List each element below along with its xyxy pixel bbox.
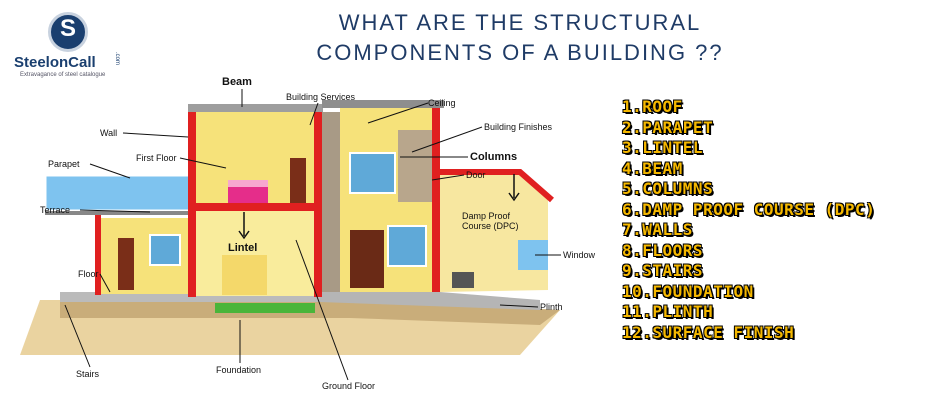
label-beam: Beam [222,76,252,88]
first-floor-slab [188,203,322,211]
label-first-floor: First Floor [136,153,177,163]
component-item: 11.PLINTH [622,302,875,323]
label-columns: Columns [470,151,517,163]
label-ceiling: Ceiling [428,98,456,108]
bed-top [228,180,268,187]
label-stairs: Stairs [76,369,100,379]
component-item: 8.FLOORS [622,241,875,262]
label-building-finishes: Building Finishes [484,122,553,132]
left-room-wall [95,215,101,295]
component-item: 6.DAMP PROOF COURSE (DPC) [622,200,875,221]
left-room-window [150,235,180,265]
component-item: 7.WALLS [622,220,875,241]
label-lintel: Lintel [228,242,257,254]
pointer-wall [123,133,188,137]
green-lawn [215,303,315,313]
lower-right-door [350,230,384,288]
lower-door-frame [222,255,267,295]
components-list: 1.ROOF 2.PARAPET 3.LINTEL 4.BEAM 5.COLUM… [622,97,875,343]
component-item: 9.STAIRS [622,261,875,282]
label-plinth: Plinth [540,302,563,312]
upper-right-window [350,153,395,193]
label-terrace: Terrace [40,205,70,215]
right-wall [432,108,440,292]
stone-column [322,112,340,292]
component-item: 12.SURFACE FINISH [622,323,875,344]
label-wall: Wall [100,128,117,138]
upper-door [290,158,306,203]
left-room-door [118,238,134,290]
component-item: 3.LINTEL [622,138,875,159]
label-damp-proof: Damp Proof [462,211,511,221]
component-item: 1.ROOF [622,97,875,118]
component-item: 2.PARAPET [622,118,875,139]
label-foundation: Foundation [216,365,261,375]
label-window: Window [563,250,596,260]
bed [228,186,268,203]
label-parapet: Parapet [48,159,80,169]
sofa [452,272,474,288]
roof-slab [188,104,323,112]
component-item: 4.BEAM [622,159,875,180]
label-door: Door [466,170,486,180]
label-floor: Floor [78,269,99,279]
finish-stone-panel [398,130,432,202]
label-ground-floor: Ground Floor [322,381,375,391]
lower-right-window [388,226,426,266]
label-course-dpc: Course (DPC) [462,221,519,231]
component-item: 5.COLUMNS [622,179,875,200]
component-item: 10.FOUNDATION [622,282,875,303]
label-building-services: Building Services [286,92,356,102]
